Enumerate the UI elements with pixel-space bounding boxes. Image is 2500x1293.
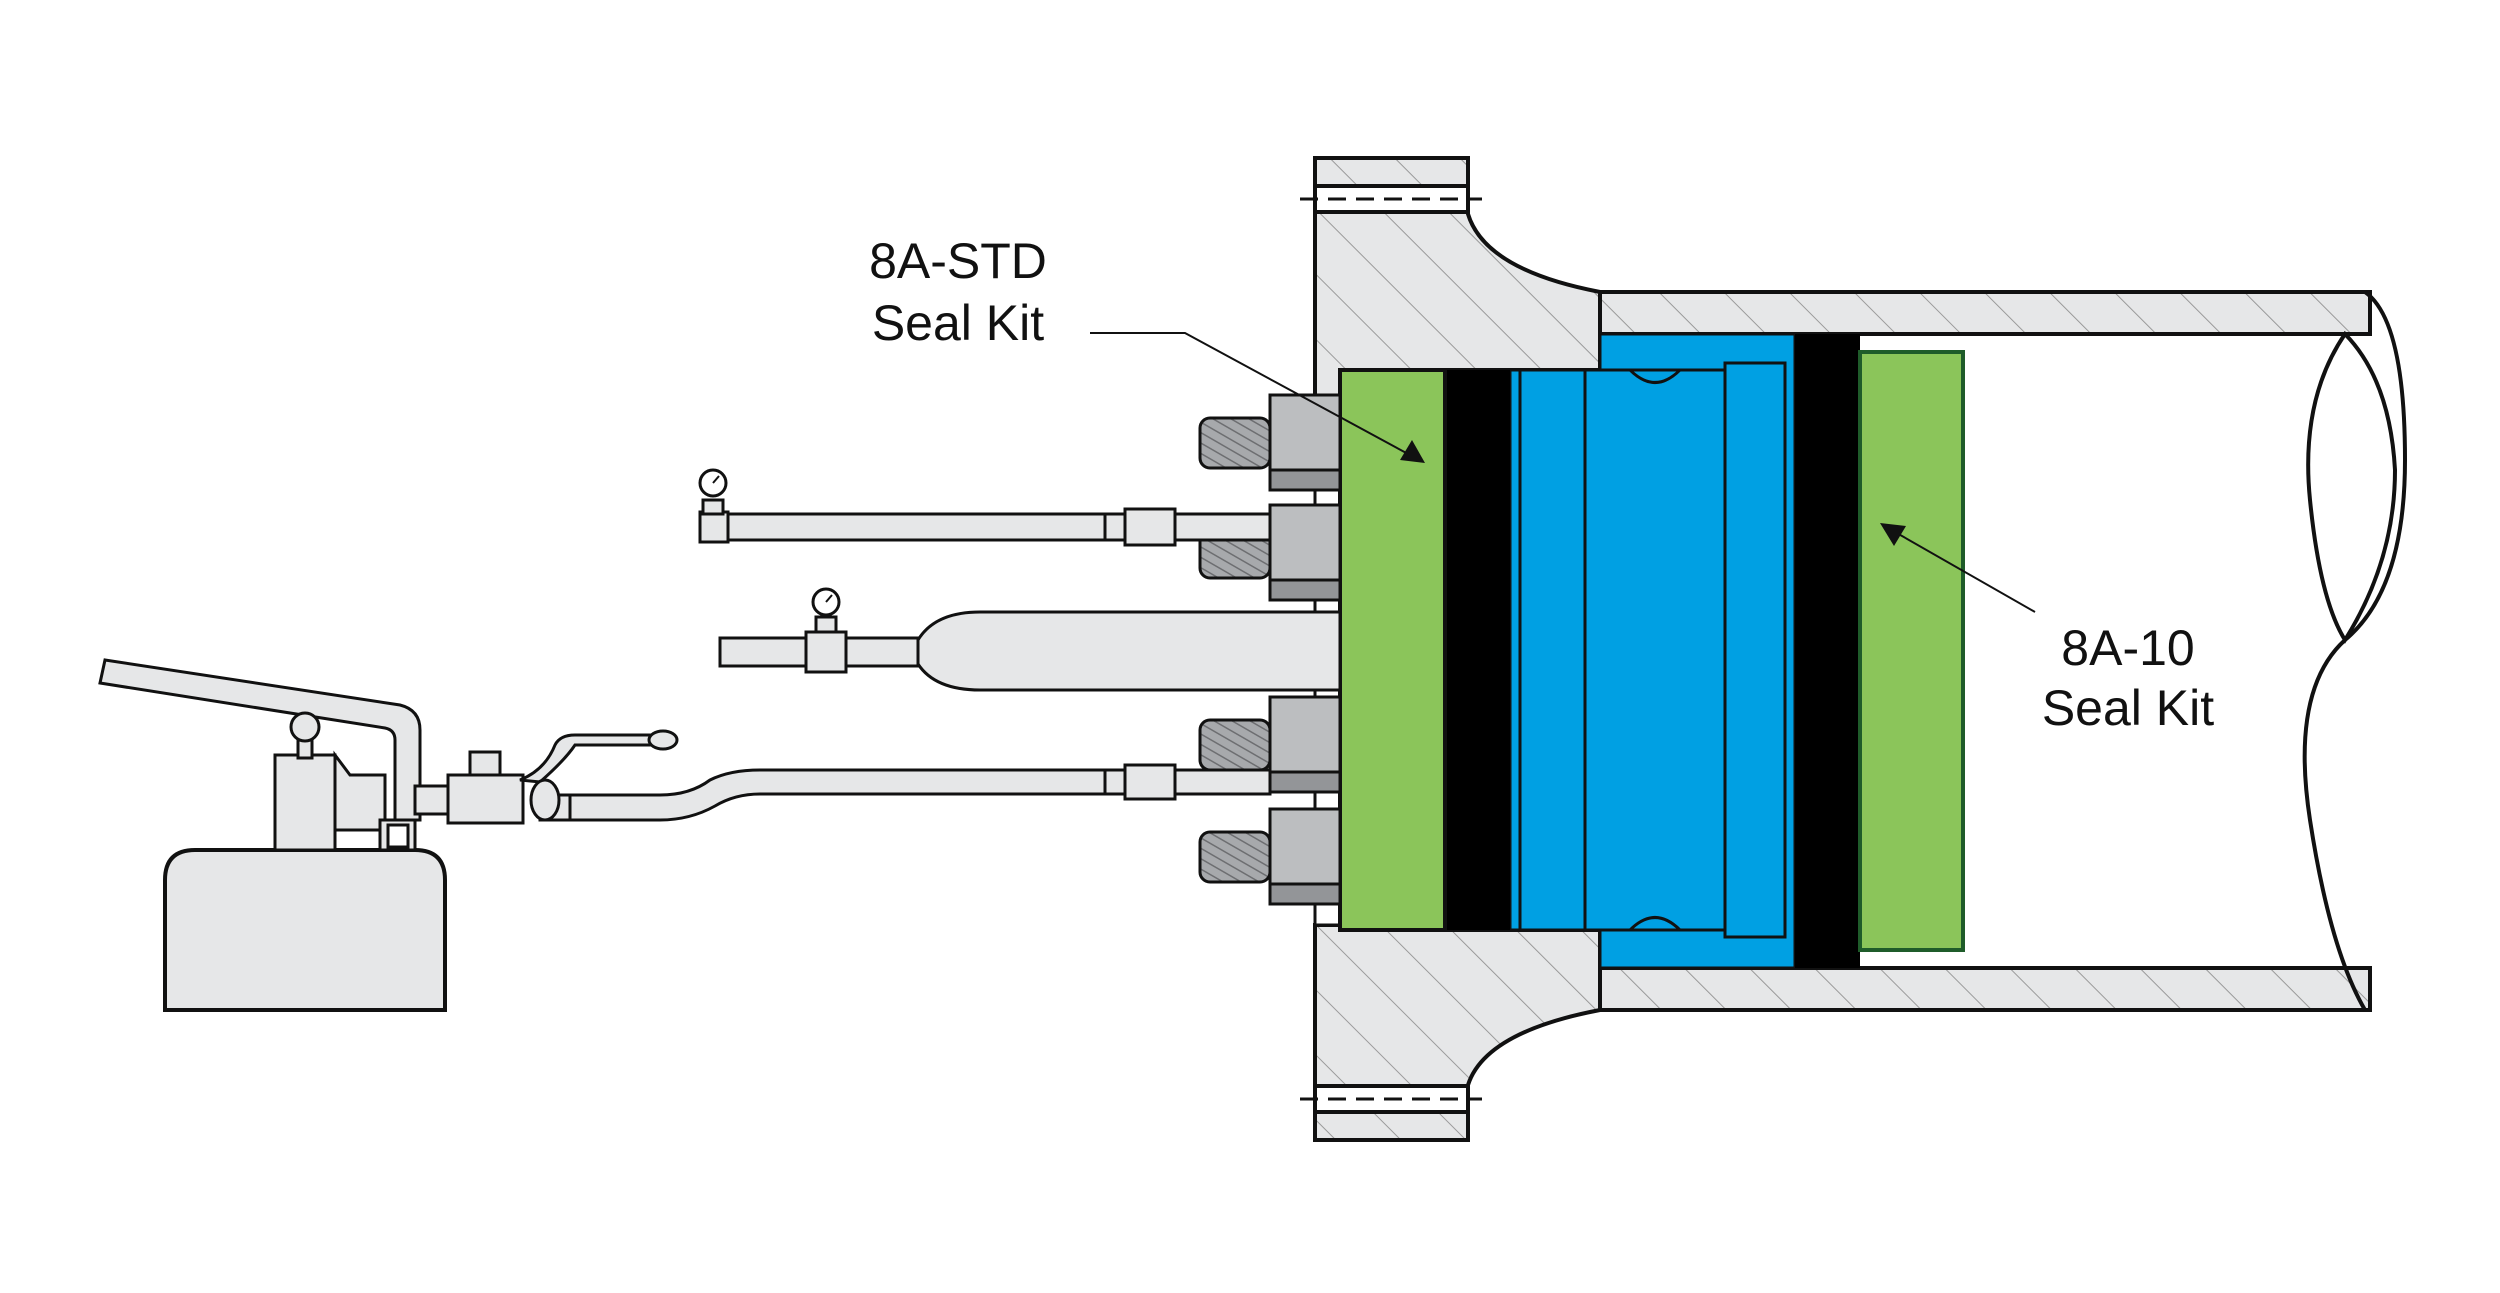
packing-ring-right (1795, 334, 1860, 968)
middle-vent-line (718, 587, 1342, 692)
hydraulic-hose (538, 763, 1272, 822)
pump-handle (98, 658, 422, 822)
packing-ring-left (1445, 370, 1510, 930)
upper-test-line (698, 468, 1272, 547)
pipe-top-wall (1598, 290, 2372, 336)
callout-leader-8a-std (1090, 332, 1425, 463)
seal-kit-8a-10 (1858, 350, 1965, 952)
seal-kit-8a-std (1338, 368, 1447, 932)
pump-body (273, 753, 337, 852)
bolt-upper-1 (1198, 393, 1342, 492)
pipe (1598, 290, 2408, 1012)
bolt-lower-2 (1198, 807, 1342, 906)
hand-pump-icon (98, 658, 452, 1012)
pump-reservoir (163, 848, 447, 1012)
ball-valve-icon (446, 729, 679, 825)
callout-leader-8a-10 (1880, 523, 2036, 613)
plug-body (1508, 332, 1797, 970)
callout-8a-std-line2: Seal Kit (872, 295, 1044, 351)
callout-8a-10-line2: Seal Kit (2042, 680, 2214, 736)
callout-8a-10-line1: 8A-10 (2061, 620, 2194, 676)
pipe-bottom-wall (1598, 966, 2372, 1012)
callout-8a-std-line1: 8A-STD (869, 233, 1047, 289)
pipe-break-inner (2306, 330, 2398, 644)
